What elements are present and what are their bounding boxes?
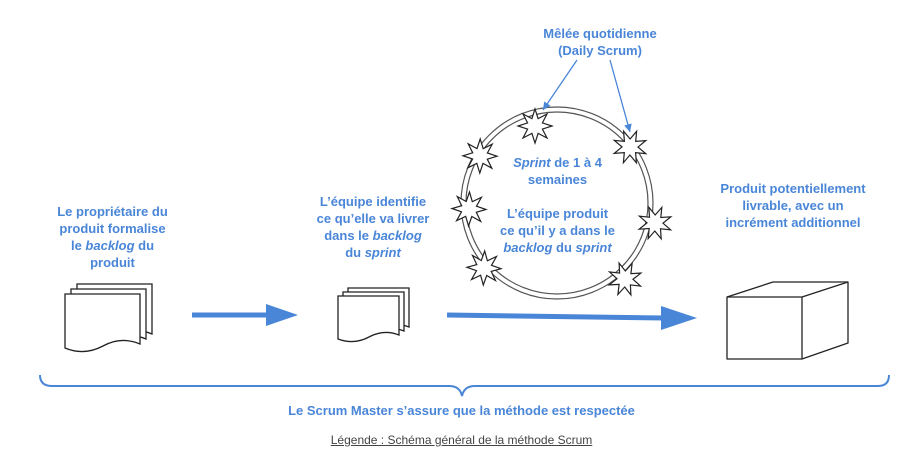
sprint-line2: semaines — [527, 172, 588, 187]
product-backlog-icon — [64, 283, 153, 353]
sprint-line4: ce qu’il y a dans le — [500, 223, 615, 238]
sprint-line3: L’équipe produit — [506, 206, 609, 221]
team-identifies-text: L’équipe identifie ce qu’elle va livrer … — [298, 193, 448, 261]
callout-line-left — [542, 59, 578, 111]
team-line3: dans le backlog — [324, 228, 422, 243]
daily-scrum-burst-icon — [516, 107, 554, 145]
daily-scrum-label: Mêlée quotidienne (Daily Scrum) — [515, 25, 685, 59]
figure-caption: Légende : Schéma général de la méthode S… — [330, 433, 593, 447]
owner-line1: Le propriétaire du — [57, 204, 168, 219]
callout-line-right — [609, 59, 632, 133]
daily-scrum-burst-icon — [607, 261, 643, 297]
daily-scrum-burst-icon — [465, 249, 503, 287]
owner-line3: le backlog du — [70, 238, 155, 253]
product-owner-text: Le propriétaire du produit formalise le … — [40, 203, 185, 271]
team-line2: ce qu’elle va livrer — [316, 211, 430, 226]
sprint-backlog-icon — [337, 287, 410, 343]
daily-scrum-line1: Mêlée quotidienne — [543, 26, 657, 41]
daily-scrum-burst-icon — [450, 190, 488, 228]
product-line2: livrable, avec un — [742, 198, 844, 213]
daily-scrum-burst-icon — [637, 205, 673, 241]
arrow-team-to-product — [446, 306, 697, 330]
scrum-master-brace — [39, 374, 890, 397]
owner-line4: produit — [90, 255, 135, 270]
sprint-line1: Sprint de 1 à 4 — [513, 155, 602, 170]
sprint-work-text: L’équipe produit ce qu’il y a dans le ba… — [480, 205, 635, 256]
team-line1: L’équipe identifie — [319, 194, 427, 209]
product-increment-text: Produit potentiellement livrable, avec u… — [708, 180, 878, 231]
daily-scrum-burst-icon — [461, 137, 499, 175]
daily-scrum-line2: (Daily Scrum) — [558, 43, 642, 58]
product-line3: incrément additionnel — [725, 215, 861, 230]
scrum-master-text: Le Scrum Master s’assure que la méthode … — [288, 403, 635, 418]
daily-scrum-burst-icon — [612, 129, 648, 165]
sprint-line5: backlog du sprint — [503, 240, 612, 255]
product-line1: Produit potentiellement — [720, 181, 866, 196]
product-increment-cube-icon — [726, 281, 849, 360]
arrow-owner-to-team — [192, 304, 298, 326]
owner-line2: produit formalise — [59, 221, 166, 236]
sprint-duration-text: Sprint de 1 à 4 semaines — [490, 154, 625, 188]
team-line4: du sprint — [345, 245, 401, 260]
daily-scrum-bursts — [450, 107, 673, 297]
